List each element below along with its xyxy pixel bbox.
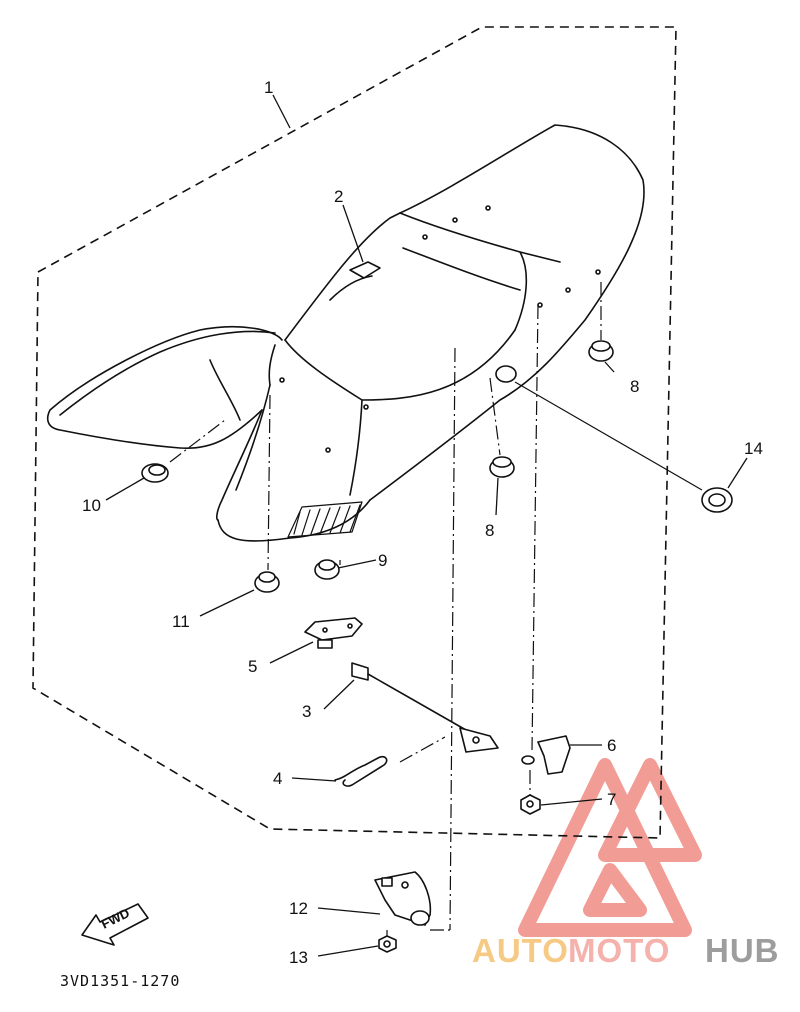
- callout-7: 7: [607, 790, 616, 809]
- damper-8-lower: [489, 456, 515, 478]
- callout-4: 4: [273, 769, 282, 788]
- watermark-text-moto: MOTO: [568, 932, 670, 969]
- lock-cylinder-12: [374, 871, 432, 926]
- seat-hatched-pad: [287, 501, 363, 538]
- callout-5: 5: [248, 657, 257, 676]
- callout-2: 2: [334, 187, 343, 206]
- callout-3: 3: [302, 702, 311, 721]
- nut-13: [378, 935, 397, 953]
- small-parts: [141, 340, 733, 953]
- callout-10: 10: [82, 496, 101, 515]
- callout-8-lower: 8: [485, 521, 494, 540]
- callout-labels: 1 2 3 4 5 6 7 8 8 9 10 11 12 13 14: [82, 78, 763, 967]
- damper-8-upper: [588, 340, 614, 362]
- callout-11: 11: [172, 612, 190, 631]
- watermark-text-hub: HUB: [705, 932, 780, 969]
- assembly-lines: [169, 282, 602, 936]
- bracket-6: [521, 735, 571, 775]
- watermark-logo: AUTO MOTO HUB: [472, 758, 780, 969]
- watermark-text-auto: AUTO: [472, 932, 569, 969]
- catalog-code: 3VD1351-1270: [60, 972, 180, 990]
- callout-13: 13: [289, 948, 308, 967]
- watermark-triangle-graphic: [518, 758, 702, 937]
- seat-assembly-drawing: [46, 124, 645, 542]
- grommet-14-leader-axis: [514, 381, 703, 491]
- callout-1: 1: [264, 78, 273, 97]
- damper-10: [141, 463, 169, 483]
- damper-9: [314, 559, 340, 580]
- callout-14: 14: [744, 439, 763, 458]
- callout-8-upper: 8: [630, 377, 639, 396]
- assembly-boundary-dashed: [32, 26, 677, 839]
- callout-leaders: [105, 94, 748, 957]
- callout-6: 6: [607, 736, 616, 755]
- grommet-14: [701, 487, 733, 513]
- callout-12: 12: [289, 899, 308, 918]
- forward-arrow: FWD: [81, 903, 149, 946]
- spring-4: [334, 755, 388, 787]
- callout-9: 9: [378, 551, 387, 570]
- nut-7: [520, 794, 541, 815]
- damper-11: [254, 571, 280, 593]
- bracket-5: [304, 617, 363, 649]
- seat-lock-rod-3: [351, 662, 499, 753]
